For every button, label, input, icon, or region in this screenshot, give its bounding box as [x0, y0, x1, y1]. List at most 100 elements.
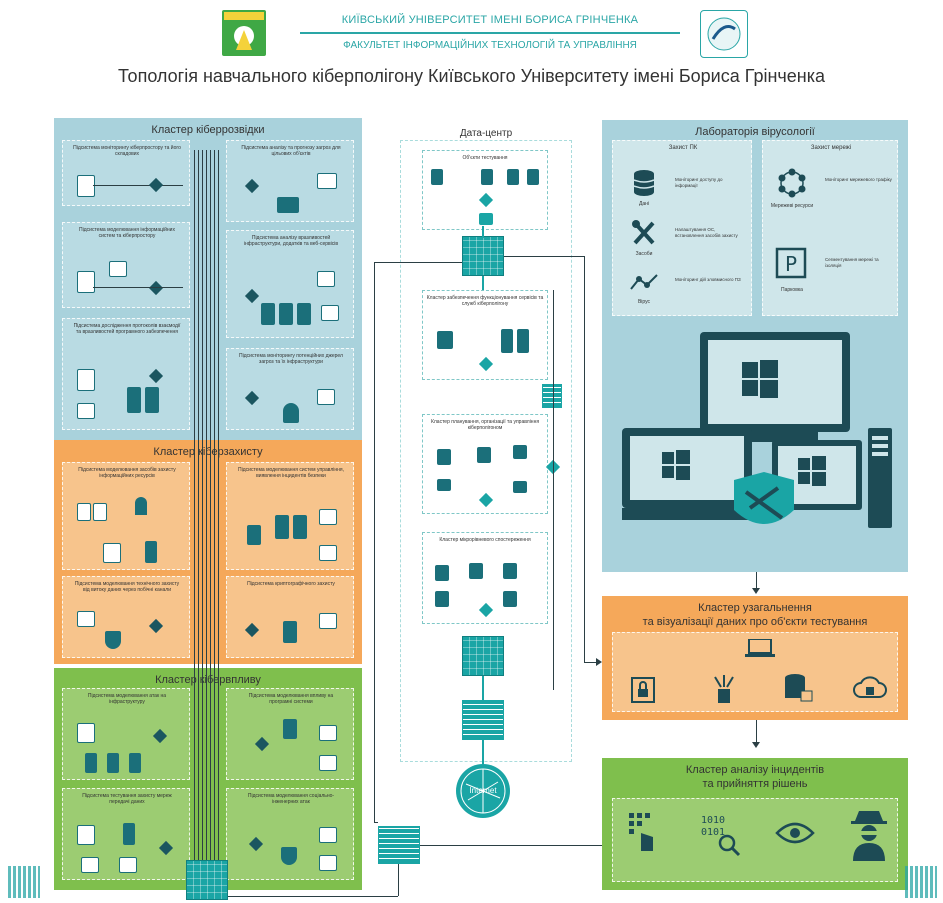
dc-management-cluster: Кластер планування, організації та управ…	[422, 414, 548, 514]
monitor-icon	[513, 445, 527, 459]
server-rack-icon	[297, 303, 311, 325]
parking-icon: P	[773, 247, 809, 283]
parking-caption: Парковка	[781, 287, 803, 293]
cloud-lock-icon	[853, 675, 887, 706]
recon-sub-5-label: Підсистема дослідження протоколів взаємо…	[73, 323, 181, 335]
connector-line	[482, 740, 484, 764]
connector-line	[482, 276, 484, 290]
server-icon	[77, 723, 95, 743]
svg-text:0101: 0101	[701, 827, 725, 838]
server-rack-icon	[517, 329, 529, 353]
switch-icon	[148, 177, 164, 193]
server-rack-icon	[123, 823, 135, 845]
server-icon	[507, 169, 519, 185]
firewall-icon	[283, 403, 299, 423]
server-icon	[77, 369, 95, 391]
recon-sub-2: Підсистема аналізу та прогнозу загроз дл…	[226, 140, 354, 222]
switch-icon	[148, 618, 164, 634]
impact-sub-4: Підсистема моделювання соціально-інженер…	[226, 788, 354, 880]
arrow-head	[752, 588, 760, 594]
dc-test-objects: Об'єкти тестування	[422, 150, 548, 230]
switch-icon	[244, 390, 260, 406]
eye-icon	[775, 821, 815, 850]
server-rack-icon	[275, 515, 289, 539]
defense-sub-3-label: Підсистема моделювання технічного захист…	[74, 581, 180, 593]
server-icon	[503, 563, 517, 579]
internet-globe-icon	[456, 764, 510, 818]
backbone-cables	[194, 150, 220, 890]
switch-icon	[478, 492, 494, 508]
database-caption: Дані	[638, 201, 650, 207]
virology-lab-panel: Лабораторія вірусології Захист ПК Дані М…	[602, 120, 908, 572]
dc-management-cluster-label: Кластер планування, організації та управ…	[430, 419, 540, 431]
defense-sub-2-label: Підсистема моделювання систем управління…	[238, 467, 344, 479]
laptop-icon	[319, 827, 337, 843]
laptop-icon	[119, 857, 137, 873]
server-rack-icon	[501, 329, 513, 353]
laptop-icon	[317, 271, 335, 287]
university-emblem	[222, 10, 266, 56]
page-title: Топологія навчального кіберполігону Київ…	[117, 66, 826, 86]
server-icon	[77, 175, 95, 197]
datacenter-title: Дата-центр	[459, 128, 513, 139]
dc-monitoring-cluster: Кластер мікрорівневого спостереження	[422, 532, 548, 624]
server-icon	[103, 543, 121, 563]
firewall-icon	[247, 525, 261, 545]
recon-sub-2-label: Підсистема аналізу та прогнозу загроз дл…	[241, 145, 341, 157]
connector-line	[584, 662, 600, 663]
server-rack-icon	[283, 719, 297, 739]
database-icon	[631, 169, 657, 201]
dc-services-cluster-label: Кластер забезпечення функціонування серв…	[426, 295, 544, 307]
pc-protection-title: Захист ПК	[668, 145, 698, 151]
server-rack-icon	[279, 303, 293, 325]
server-rack-icon	[85, 753, 97, 773]
switch-icon	[244, 288, 260, 304]
incident-cluster-panel: Кластер аналізу інцидентів та прийняття …	[602, 758, 908, 890]
laptop-icon	[319, 725, 337, 741]
dc-test-objects-label: Об'єкти тестування	[462, 155, 508, 161]
generalize-cluster-panel: Кластер узагальнення та візуалізації дан…	[602, 596, 908, 720]
shield-icon	[281, 847, 297, 865]
switch-icon	[254, 736, 270, 752]
touch-keypad-icon	[627, 811, 657, 864]
connector-line	[228, 896, 398, 897]
recon-sub-3-label: Підсистема моделювання інформаційних сис…	[79, 227, 175, 239]
recon-sub-4: Підсистема аналізу вразливостей інфрастр…	[226, 230, 354, 338]
tools-caption: Засоби	[635, 251, 653, 257]
svg-text:P: P	[785, 252, 797, 276]
server-rack-icon	[127, 387, 141, 413]
server-icon	[527, 169, 539, 185]
server-icon	[77, 825, 95, 845]
university-name: КИЇВСЬКИЙ УНІВЕРСИТЕТ ІМЕНІ БОРИСА ГРІНЧ…	[341, 14, 639, 26]
generalize-title-1: Кластер узагальнення	[698, 602, 812, 614]
laptop-icon	[745, 638, 775, 664]
incident-title-2: та прийняття рішень	[702, 778, 808, 790]
tablet-icon	[77, 503, 91, 521]
network-protection-title: Захист мережі	[810, 145, 852, 151]
server-icon	[77, 271, 95, 293]
switch-icon	[244, 622, 260, 638]
qr-code-left	[8, 866, 40, 898]
header-divider	[300, 32, 680, 34]
impact-sub-1-label: Підсистема моделювання атак на інфрастру…	[87, 693, 167, 705]
switch-icon	[478, 602, 494, 618]
laptop-icon	[77, 403, 95, 419]
virology-computers-illustration	[616, 332, 892, 562]
virology-lab-title: Лабораторія вірусології	[695, 126, 815, 138]
switch-icon	[148, 368, 164, 384]
link-line	[93, 287, 183, 288]
server-icon	[503, 591, 517, 607]
laptop-icon	[319, 509, 337, 525]
impact-sub-2-label: Підсистема моделювання впливу на програм…	[248, 693, 334, 705]
server-rack-icon	[283, 621, 297, 643]
scan-caption: Вірус	[637, 299, 651, 305]
impact-sub-4-label: Підсистема моделювання соціально-інженер…	[247, 793, 335, 805]
server-icon	[435, 591, 449, 607]
generalize-title-2: та візуалізації даних про об'єкти тестув…	[642, 616, 868, 628]
connector-line	[482, 676, 484, 700]
building-icon	[277, 197, 299, 213]
circuit-icon	[711, 673, 737, 710]
defense-sub-4: Підсистема криптографічного захисту	[226, 576, 354, 658]
defense-sub-4-label: Підсистема криптографічного захисту	[247, 581, 335, 587]
